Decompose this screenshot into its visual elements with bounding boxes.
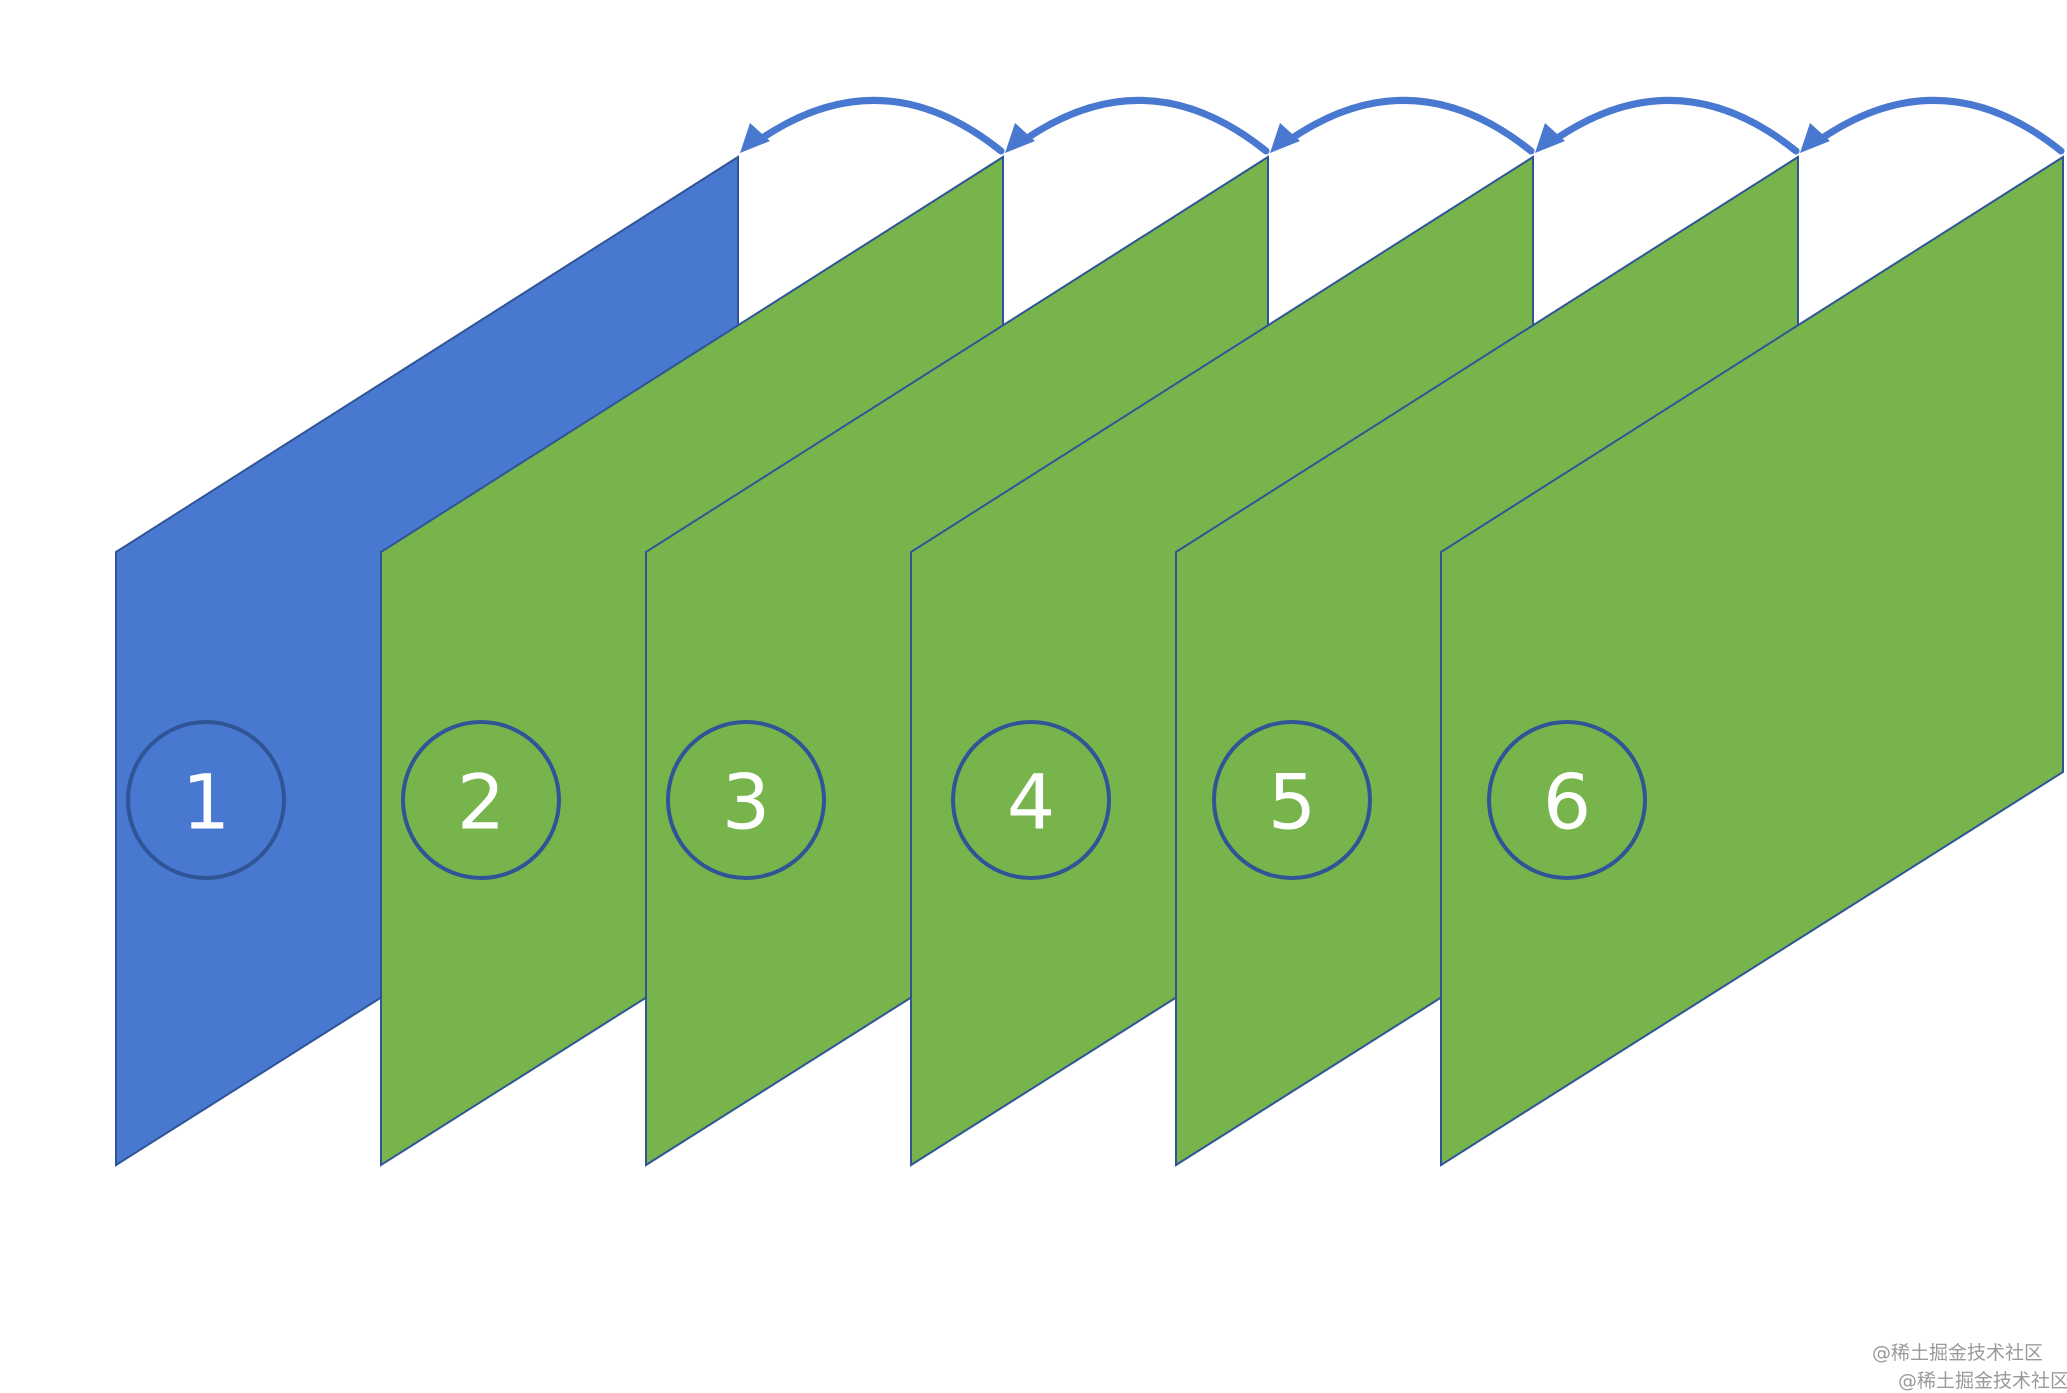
arrow-6-to-5 [1800,96,2065,155]
panel-badge-circle-3 [666,720,826,880]
panel-badge-circle-2 [401,720,561,880]
arrow-4-to-3 [1270,96,1535,155]
panel-label-4: 4 [1007,758,1055,847]
panel-badge-circle-4 [951,720,1111,880]
arrow-2-to-1 [740,96,1005,155]
panel-shape-6 [1440,155,2064,1167]
panel-label-5: 5 [1268,758,1316,847]
arrow-curve-2-to-1 [754,96,1005,155]
panel-label-6: 6 [1543,758,1591,847]
arrow-curve-3-to-2 [1019,96,1270,155]
panel-badge-circle-5 [1212,720,1372,880]
arrow-head-3-to-2 [1005,123,1035,153]
panel-badge-circle-6 [1487,720,1647,880]
arrow-3-to-2 [1005,96,1270,155]
panel-6: 6 [1440,155,2064,1167]
panel-badge-circle-1 [126,720,286,880]
arrow-curve-5-to-4 [1549,96,1800,155]
arrow-head-2-to-1 [740,123,770,153]
arrow-5-to-4 [1535,96,1800,155]
arrow-head-6-to-5 [1800,123,1830,153]
panel-label-1: 1 [182,758,230,847]
panel-label-2: 2 [457,758,505,847]
watermark-line-1: @稀土掘金技术社区 [1872,1342,2044,1364]
panels-layer: 1 2 3 4 5 6 [115,155,2064,1167]
watermark-line-2: @稀土掘金技术社区 [1898,1370,2067,1392]
arrow-head-4-to-3 [1270,123,1300,153]
arrows-layer [740,96,2065,155]
arrow-head-5-to-4 [1535,123,1565,153]
arrow-curve-4-to-3 [1284,96,1535,155]
arrow-curve-6-to-5 [1814,96,2065,155]
panel-label-3: 3 [722,758,770,847]
